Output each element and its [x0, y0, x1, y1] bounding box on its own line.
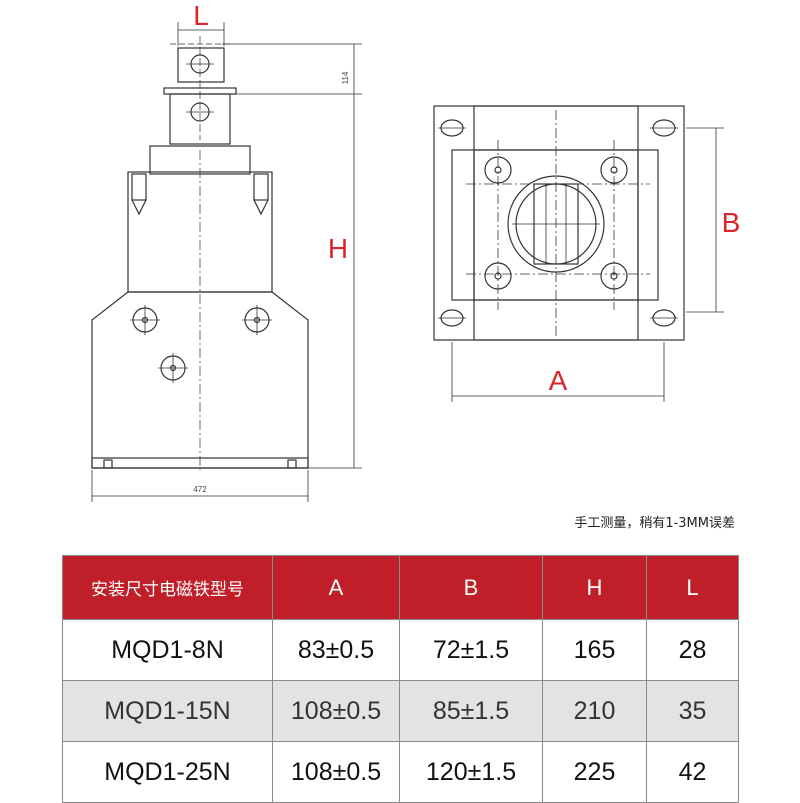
cell-model: MQD1-25N [62, 741, 273, 803]
header-l: L [646, 555, 739, 620]
dimension-value-114: 114 [341, 71, 350, 84]
dimension-value-472: 472 [193, 485, 207, 494]
top-view [433, 105, 724, 402]
table-row: MQD1-15N 108±0.5 85±1.5 210 35 [62, 680, 739, 742]
dimension-label-a: A [549, 365, 568, 396]
dimension-label-b: B [722, 207, 741, 238]
header-h: H [542, 555, 647, 620]
header-a: A [272, 555, 400, 620]
dimension-label-h: H [328, 233, 348, 264]
cell-h: 210 [542, 680, 647, 742]
cell-b: 72±1.5 [399, 619, 543, 681]
cell-b: 85±1.5 [399, 680, 543, 742]
dimension-label-l: L [193, 0, 209, 31]
cell-a: 108±0.5 [272, 741, 400, 803]
cell-l: 35 [646, 680, 739, 742]
measurement-note: 手工测量，稍有1-3MM误差 [574, 516, 735, 531]
cell-h: 165 [542, 619, 647, 681]
header-model: 安装尺寸电磁铁型号 [62, 555, 273, 620]
spec-table: 安装尺寸电磁铁型号 A B H L MQD1-8N 83±0.5 72±1.5 … [62, 555, 739, 803]
table-header-row: 安装尺寸电磁铁型号 A B H L [62, 555, 739, 620]
table-row: MQD1-25N 108±0.5 120±1.5 225 42 [62, 741, 739, 803]
cell-model: MQD1-8N [62, 619, 273, 681]
cell-l: 42 [646, 741, 739, 803]
cell-model: MQD1-15N [62, 680, 273, 742]
cell-a: 108±0.5 [272, 680, 400, 742]
header-b: B [399, 555, 543, 620]
cell-l: 28 [646, 619, 739, 681]
table-row: MQD1-8N 83±0.5 72±1.5 165 28 [62, 619, 739, 681]
cell-b: 120±1.5 [399, 741, 543, 803]
cell-a: 83±0.5 [272, 619, 400, 681]
side-view [91, 22, 362, 502]
technical-drawing: L H B A 114 472 [91, 0, 741, 502]
cell-h: 225 [542, 741, 647, 803]
